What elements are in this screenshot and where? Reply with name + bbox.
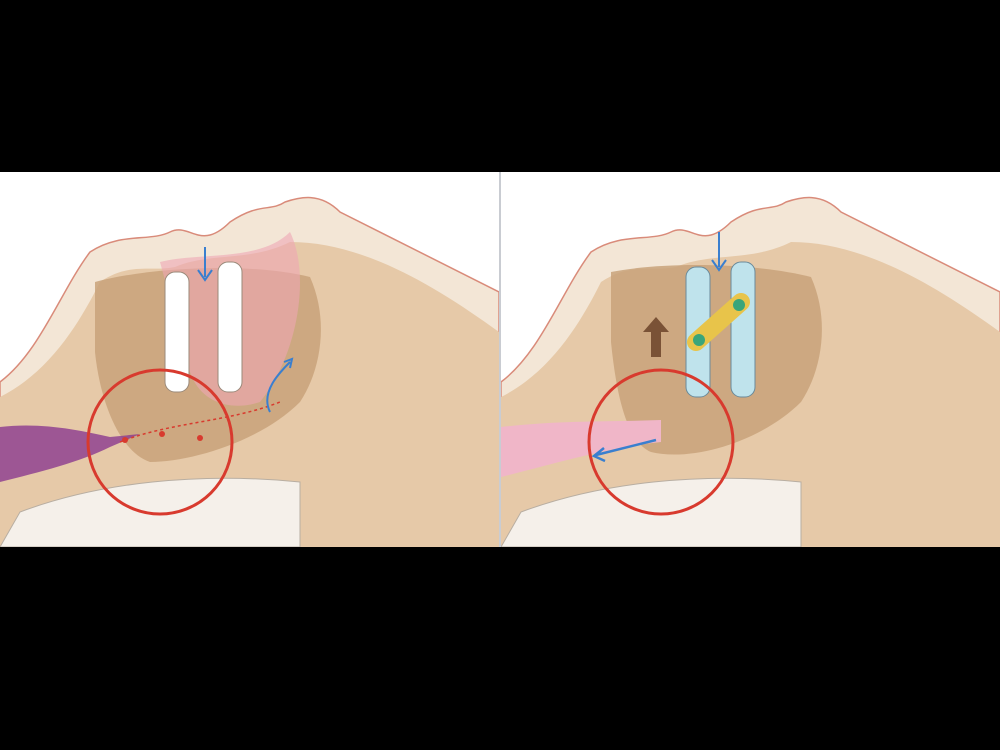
teeth-upper bbox=[164, 261, 243, 393]
sleep-apnea-figure bbox=[0, 172, 1000, 547]
jaw-bone bbox=[611, 265, 822, 455]
airway-open bbox=[501, 420, 661, 477]
obstruction-dots bbox=[122, 431, 203, 443]
advance-arrow-icon bbox=[643, 317, 669, 357]
arrow-down-icon bbox=[711, 232, 727, 272]
airflow-arrow-icon bbox=[591, 438, 657, 463]
tongue-outline bbox=[119, 401, 281, 443]
arrow-curved-icon bbox=[266, 357, 294, 413]
airway-collapsed bbox=[0, 425, 140, 482]
arrow-down-icon bbox=[197, 247, 213, 282]
device-band bbox=[687, 293, 750, 351]
highlight-circle bbox=[86, 368, 234, 516]
panel-divider bbox=[499, 172, 501, 547]
panel-open-airway bbox=[501, 172, 1000, 547]
highlight-circle bbox=[587, 368, 735, 516]
panel-obstructed-airway bbox=[0, 172, 499, 547]
